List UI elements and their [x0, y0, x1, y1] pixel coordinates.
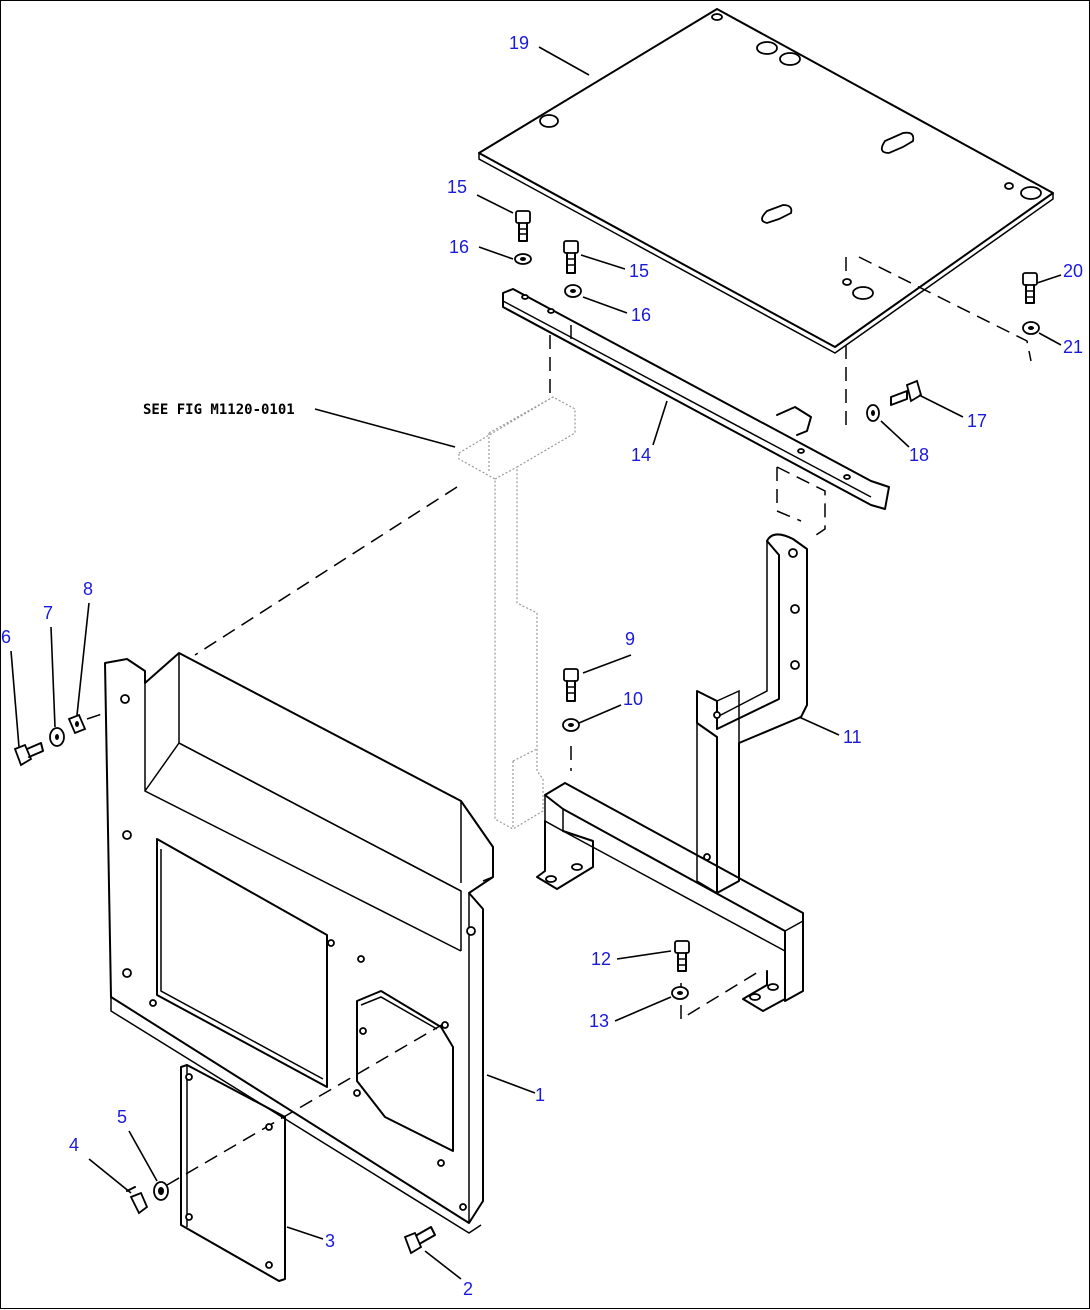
bolt-20 — [1022, 272, 1038, 304]
reference-bracket-ghost — [458, 396, 576, 830]
callout-3: 3 — [325, 1231, 335, 1251]
lower-frame — [536, 782, 804, 1012]
callout-1: 1 — [535, 1085, 545, 1105]
callout-16-left: 16 — [449, 237, 469, 257]
part-3-access-cover — [180, 1064, 286, 1282]
callout-12: 12 — [591, 949, 611, 969]
bolt-9 — [563, 668, 579, 702]
part-14-support-bar — [502, 288, 890, 510]
bolt-17 — [890, 379, 923, 406]
callout-13: 13 — [589, 1011, 609, 1031]
bolt-6 — [13, 742, 44, 767]
callout-6: 6 — [1, 627, 11, 647]
callout-14: 14 — [631, 445, 651, 465]
callout-2: 2 — [463, 1279, 473, 1299]
screw-4 — [126, 1186, 149, 1215]
callout-15-lower: 15 — [629, 261, 649, 281]
bolt-15-left — [515, 210, 531, 242]
callout-labels: 1 2 3 4 5 6 7 8 9 10 11 12 13 14 15 15 1… — [1, 33, 1083, 1299]
callout-18: 18 — [909, 445, 929, 465]
part-1-main-panel — [104, 652, 494, 1234]
callout-11: 11 — [843, 727, 862, 747]
bolt-12 — [674, 940, 690, 972]
callout-21: 21 — [1063, 337, 1083, 357]
callout-16-right: 16 — [631, 305, 651, 325]
callout-9: 9 — [625, 629, 635, 649]
callout-leaders — [10, 46, 1062, 1280]
bolt-2 — [403, 1226, 436, 1255]
part-19-cover-plate — [478, 8, 1054, 354]
fasteners — [13, 210, 1040, 1255]
part-11-support-bracket — [696, 533, 808, 894]
reference-note: SEE FIG M1120-0101 — [143, 402, 295, 418]
callout-10: 10 — [623, 689, 643, 709]
callout-5: 5 — [117, 1107, 127, 1127]
assembly-guide-lines — [86, 256, 1032, 1186]
bolt-15-right — [563, 240, 579, 274]
callout-7: 7 — [43, 603, 53, 623]
callout-19: 19 — [509, 33, 529, 53]
callout-4: 4 — [69, 1135, 79, 1155]
callout-17: 17 — [967, 411, 987, 431]
callout-8: 8 — [83, 579, 93, 599]
callout-15-upper: 15 — [447, 177, 467, 197]
callout-20: 20 — [1063, 261, 1083, 281]
